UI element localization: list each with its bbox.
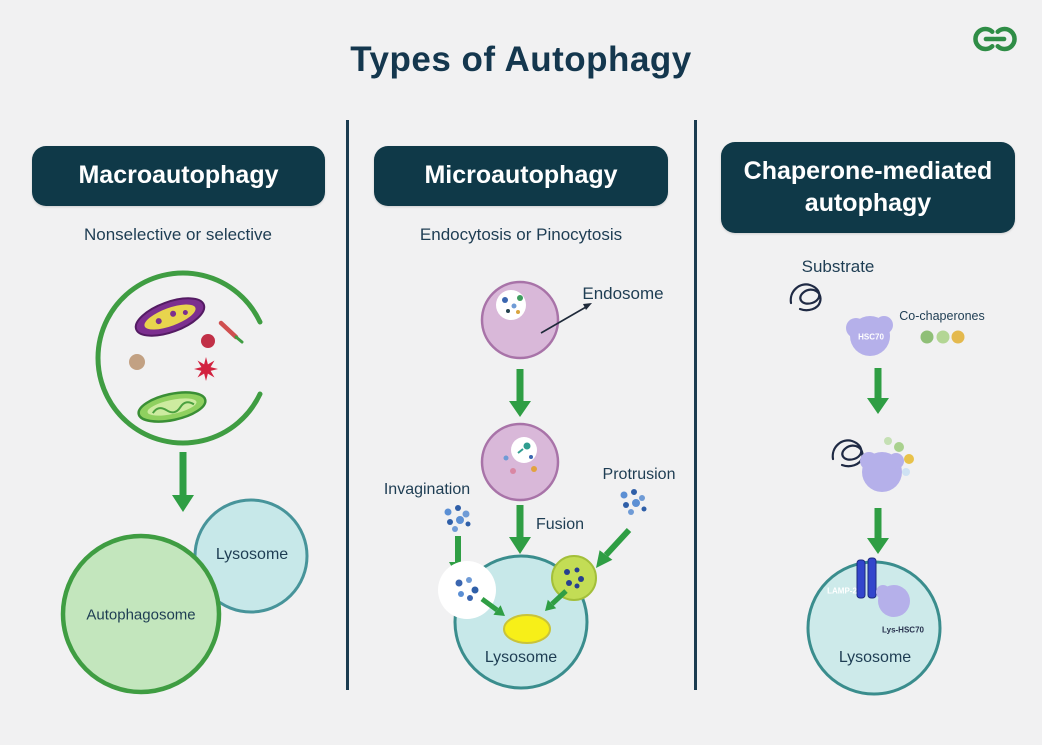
macro-lysosome-label: Lysosome bbox=[215, 546, 289, 563]
white-vesicle-arrow-icon bbox=[480, 596, 505, 616]
white-vesicle-icon bbox=[438, 561, 496, 619]
hsc70-blob-icon bbox=[846, 316, 893, 356]
heading-microautophagy-label: Microautophagy bbox=[424, 161, 618, 190]
fusion-arrow-down-icon bbox=[509, 505, 531, 554]
lamp2-label: LAMP-2 bbox=[827, 586, 857, 596]
autophagosome-circle bbox=[60, 533, 222, 695]
heading-macroautophagy: Macroautophagy bbox=[32, 146, 325, 206]
cma-lysosome-label: Lysosome bbox=[838, 649, 912, 666]
damaged-organelle-icon bbox=[194, 357, 218, 381]
column-divider-1 bbox=[346, 120, 349, 690]
cma-arrow-down-1-icon bbox=[867, 368, 889, 414]
micro-arrow-down-1-icon bbox=[509, 369, 531, 417]
protein-particle-icon bbox=[129, 354, 145, 370]
green-vesicle-arrow-icon bbox=[545, 589, 568, 611]
lys-hsc70-label: Lys-HSC70 bbox=[882, 625, 924, 635]
substrate-label: Substrate bbox=[801, 257, 875, 276]
autophagosome-label: Autophagosome bbox=[86, 606, 196, 624]
enzyme-yellow-icon bbox=[503, 614, 551, 644]
invagination-dots-cluster bbox=[444, 505, 471, 532]
mitochondrion-green-icon bbox=[137, 391, 207, 423]
endosome-pointer-arrow bbox=[540, 303, 592, 334]
lamp2-channel-icon bbox=[856, 557, 877, 599]
substrate-icon bbox=[789, 283, 822, 312]
green-vesicle-icon bbox=[551, 555, 597, 601]
protrusion-label: Protrusion bbox=[602, 466, 676, 483]
phagophore-membrane-icon bbox=[95, 270, 263, 446]
heading-microautophagy: Microautophagy bbox=[374, 146, 668, 206]
macro-arrow-down-icon bbox=[172, 452, 194, 512]
protrusion-arrow-icon bbox=[596, 527, 632, 568]
endosome-circle bbox=[480, 280, 560, 360]
pathogen-icon bbox=[218, 320, 244, 344]
hsc70-label: HSC70 bbox=[858, 332, 884, 342]
column-divider-2 bbox=[694, 120, 697, 690]
co-chaperones-label: Co-chaperones bbox=[899, 309, 985, 323]
substrate-bound-icon bbox=[831, 439, 864, 468]
protrusion-dots-cluster bbox=[620, 489, 647, 515]
heading-macroautophagy-label: Macroautophagy bbox=[78, 161, 279, 190]
cma-arrow-down-2-icon bbox=[867, 508, 889, 554]
macro-subtitle: Nonselective or selective bbox=[83, 225, 273, 244]
geeksforgeeks-logo-icon bbox=[966, 22, 1024, 61]
fusion-label: Fusion bbox=[535, 516, 585, 533]
chaperone-complex-icon bbox=[860, 437, 914, 492]
invagination-vesicle-circle bbox=[480, 422, 560, 502]
invagination-label: Invagination bbox=[383, 481, 471, 498]
page-title: Types of Autophagy bbox=[350, 40, 692, 79]
lys-hsc70-blob-icon bbox=[876, 585, 910, 617]
micro-lysosome-label: Lysosome bbox=[484, 649, 558, 666]
micro-subtitle: Endocytosis or Pinocytosis bbox=[419, 225, 623, 244]
heading-chaperone-mediated: Chaperone-mediated autophagy bbox=[721, 142, 1015, 233]
red-particle-icon bbox=[201, 334, 215, 348]
heading-chaperone-mediated-label: Chaperone-mediated autophagy bbox=[743, 157, 993, 217]
mitochondrion-purple-icon bbox=[134, 297, 206, 337]
endosome-label: Endosome bbox=[582, 284, 664, 303]
co-chaperone-dots-icon bbox=[920, 330, 965, 344]
